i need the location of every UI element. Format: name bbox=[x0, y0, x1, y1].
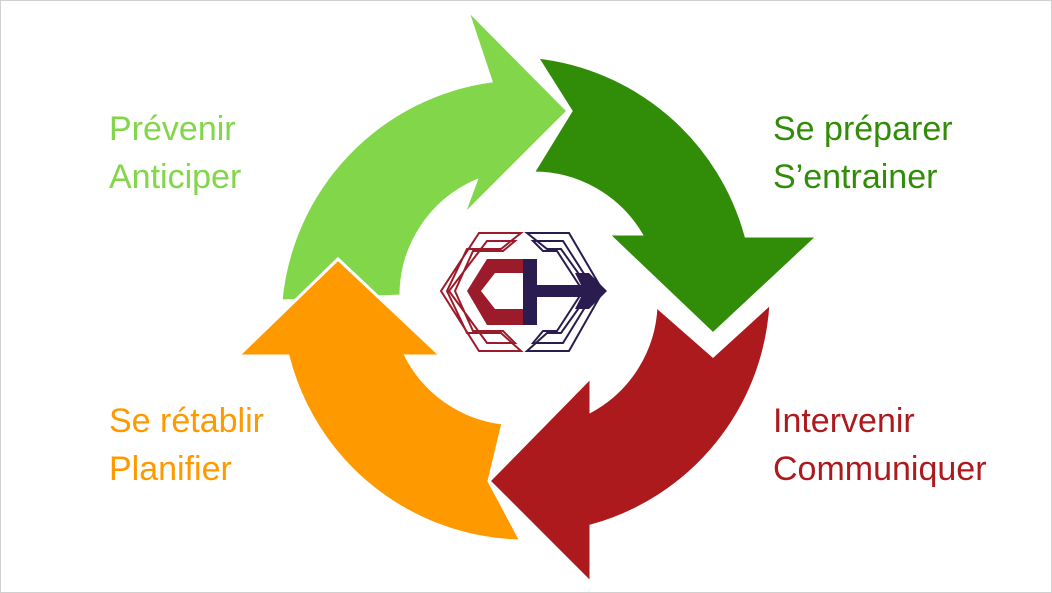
intervene-label-line1: Intervenir bbox=[773, 402, 915, 440]
prepare-label-line1: Se préparer bbox=[773, 110, 953, 148]
intervene-arrow bbox=[486, 299, 773, 587]
intervene-label-line2: Communiquer bbox=[773, 450, 987, 488]
prepare-label: Se préparer S’entrainer bbox=[773, 105, 953, 201]
prevent-label: Prévenir Anticiper bbox=[109, 105, 241, 201]
logo-letter-h bbox=[523, 259, 607, 325]
recover-arrow bbox=[234, 256, 524, 543]
logo-red-hexagons bbox=[439, 232, 524, 352]
recover-label-line2: Planifier bbox=[109, 450, 232, 488]
prevent-label-line1: Prévenir bbox=[109, 110, 236, 148]
intervene-label: Intervenir Communiquer bbox=[773, 397, 987, 493]
center-logo bbox=[439, 232, 607, 352]
prevent-arrow bbox=[279, 7, 571, 303]
recover-label-line1: Se rétablir bbox=[109, 402, 264, 440]
prepare-arrow bbox=[530, 55, 822, 337]
logo-letter-c bbox=[467, 259, 523, 325]
prepare-label-line2: S’entrainer bbox=[773, 158, 938, 196]
prevent-label-line2: Anticiper bbox=[109, 158, 242, 196]
recover-label: Se rétablir Planifier bbox=[109, 397, 264, 493]
